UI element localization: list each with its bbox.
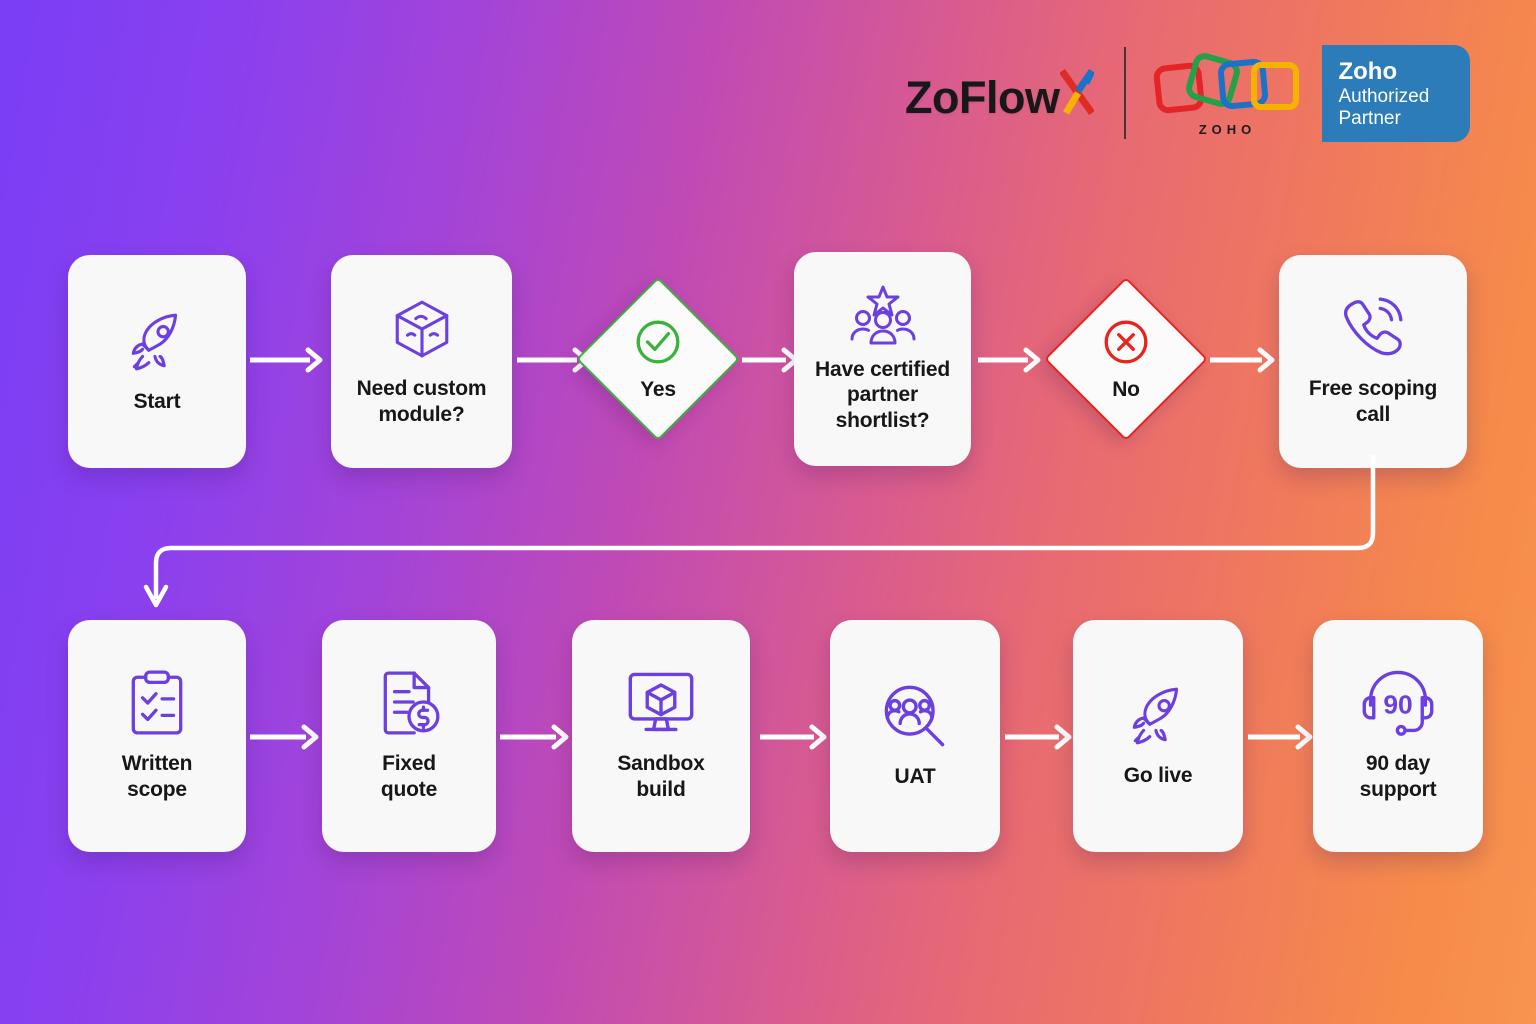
arrow-no-to-scoping-call xyxy=(1210,345,1280,375)
node-label: Yes xyxy=(640,377,676,401)
arrow-start-to-need-custom xyxy=(250,345,328,375)
node-label: Go live xyxy=(1123,764,1193,788)
node-go-live[interactable]: Go live xyxy=(1073,620,1243,852)
badge-line-authorized: Authorized xyxy=(1338,85,1430,107)
arrow-uat-to-go-live xyxy=(1005,722,1077,752)
zoho-logo: ZOHO xyxy=(1152,47,1302,139)
clipboard-check-icon xyxy=(125,669,189,737)
rocket-icon xyxy=(1125,683,1191,749)
badge-line-partner: Partner xyxy=(1338,108,1401,130)
node-sandbox-build[interactable]: Sandbox build xyxy=(572,620,750,852)
node-need-custom-module[interactable]: Need custom module? xyxy=(331,255,512,468)
node-label: Sandbox build xyxy=(617,752,705,801)
node-label: Written scope xyxy=(121,752,193,801)
team-star-icon xyxy=(846,285,920,347)
node-free-scoping-call[interactable]: Free scoping call xyxy=(1279,255,1467,468)
node-label: Fixed quote xyxy=(380,752,438,801)
node-decision-yes[interactable]: Yes xyxy=(575,276,741,442)
arrow-written-scope-to-fixed-quote xyxy=(250,722,324,752)
wordmark-text: ZoFlow xyxy=(905,71,1060,123)
node-label: Need custom module? xyxy=(356,376,487,426)
node-have-certified-partner-shortlist[interactable]: Have certified partner shortlist? xyxy=(794,252,971,466)
node-start[interactable]: Start xyxy=(68,255,246,468)
monitor-cube-icon xyxy=(625,669,697,737)
zoho-wordmark-text: ZOHO xyxy=(1198,122,1257,137)
node-label: Have certified partner shortlist? xyxy=(815,357,950,432)
node-90-day-support[interactable]: 90 90 day support xyxy=(1313,620,1483,852)
brand-divider xyxy=(1124,47,1127,139)
node-label: Start xyxy=(133,389,181,413)
arrow-go-live-to-support xyxy=(1248,722,1318,752)
zoflowx-wordmark: ZoFlow xyxy=(905,67,1095,123)
node-uat[interactable]: UAT xyxy=(830,620,1000,852)
check-circle-icon xyxy=(633,317,683,372)
node-label: UAT xyxy=(894,765,936,789)
arrow-fixed-quote-to-sandbox xyxy=(500,722,574,752)
node-written-scope[interactable]: Written scope xyxy=(68,620,246,852)
phone-call-icon xyxy=(1339,296,1407,362)
support-days-number: 90 xyxy=(1383,690,1412,720)
arrow-sandbox-to-uat xyxy=(760,722,832,752)
cube-icon xyxy=(389,296,455,362)
zoho-authorized-partner-badge: Zoho Authorized Partner xyxy=(1322,44,1471,142)
rocket-icon xyxy=(124,309,190,375)
node-label: No xyxy=(1112,377,1140,401)
users-search-icon xyxy=(880,682,950,750)
node-label: 90 day support xyxy=(1359,752,1437,801)
badge-line-zoho: Zoho xyxy=(1338,57,1398,85)
node-decision-no[interactable]: No xyxy=(1043,276,1209,442)
row-wrap-connector xyxy=(130,452,1400,625)
node-fixed-quote[interactable]: Fixed quote xyxy=(322,620,496,852)
node-label: Free scoping call xyxy=(1308,376,1438,426)
headset-90-icon: 90 xyxy=(1359,669,1437,737)
document-dollar-icon xyxy=(376,669,442,737)
x-circle-icon xyxy=(1101,317,1151,372)
brand-header: ZoFlow ZOHO Zoho Authorized xyxy=(905,38,1505,148)
wordmark-x-icon xyxy=(1060,67,1095,115)
arrow-shortlist-to-no xyxy=(978,345,1046,375)
